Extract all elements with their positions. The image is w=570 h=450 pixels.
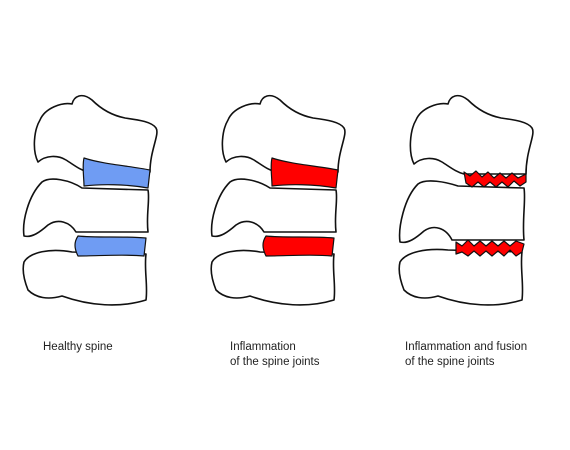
caption-line: Inflammation (230, 341, 296, 353)
panel-inflammation-fusion: Inflammation and fusion of the spine joi… (380, 0, 570, 450)
caption-inflammation: Inflammation of the spine joints (230, 340, 320, 370)
inflamed-disc-lower (262, 235, 335, 257)
fused-disc-upper (463, 170, 527, 188)
vertebra-bottom (22, 249, 148, 306)
intervertebral-disc-lower (74, 235, 147, 257)
vertebra-middle (22, 178, 150, 238)
vertebra-middle (398, 180, 526, 244)
caption-line: of the spine joints (405, 356, 495, 368)
vertebra-middle (210, 178, 338, 238)
caption-line: of the spine joints (230, 356, 320, 368)
panel-healthy-spine: Healthy spine (0, 0, 190, 450)
caption-inflammation-fusion: Inflammation and fusion of the spine joi… (405, 340, 527, 370)
vertebra-top (409, 94, 534, 175)
vertebra-top (221, 94, 346, 173)
fused-spine-illustration (398, 94, 534, 306)
vertebra-bottom (398, 248, 524, 306)
caption-line: Healthy spine (43, 341, 113, 353)
panel-inflammation: Inflammation of the spine joints (190, 0, 380, 450)
caption-healthy-spine: Healthy spine (43, 340, 113, 355)
vertebra-top (33, 94, 158, 173)
vertebra-bottom (210, 249, 336, 306)
healthy-spine-illustration (22, 94, 158, 306)
fused-disc-lower (455, 239, 525, 257)
inflamed-spine-illustration (210, 94, 346, 306)
inflamed-disc-upper (270, 157, 339, 189)
caption-line: Inflammation and fusion (405, 341, 528, 353)
intervertebral-disc-upper (82, 157, 151, 189)
